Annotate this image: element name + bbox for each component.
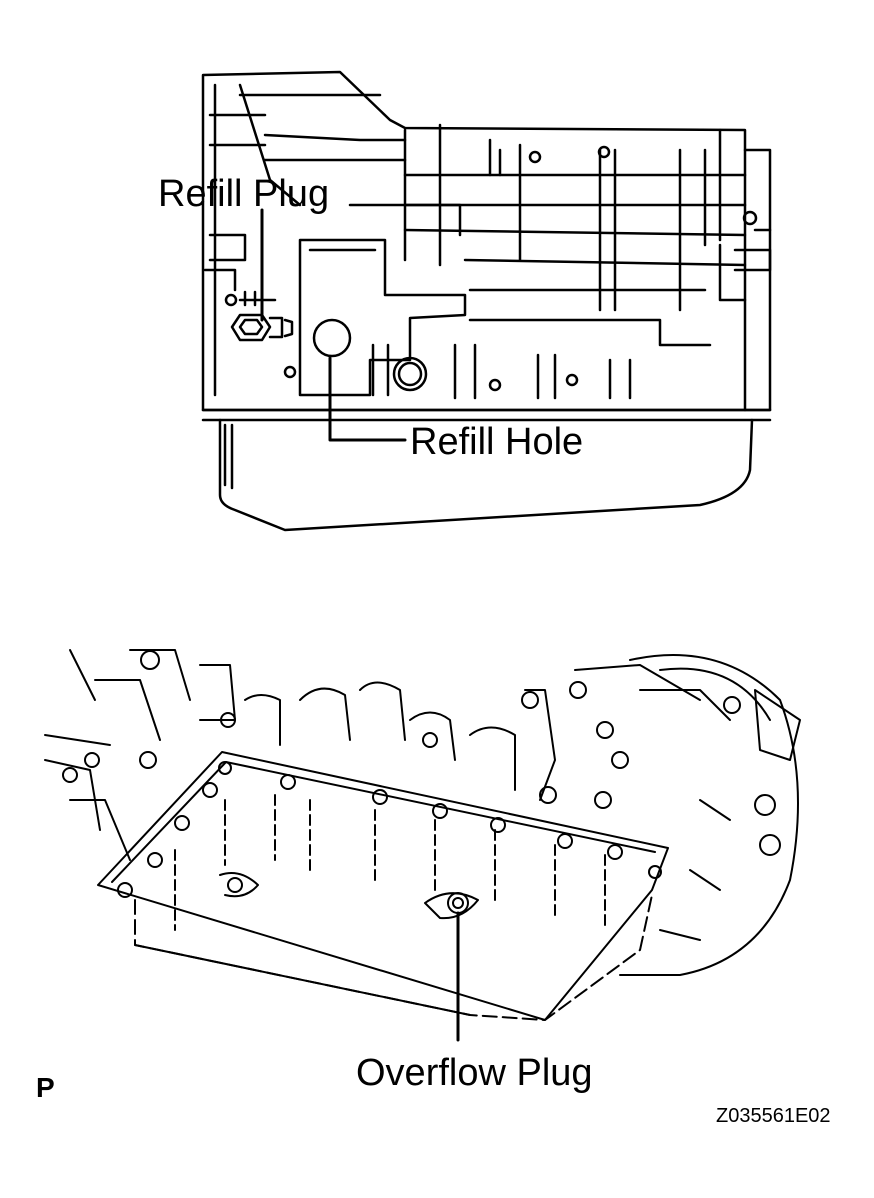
oil-pan-top [220,420,752,530]
refill-hole-leader [330,358,405,440]
pan-flange [98,752,668,1020]
overflow-plug-label: Overflow Plug [356,1052,593,1094]
refill-hole-icon [314,320,350,356]
refill-hole-label: Refill Hole [410,421,584,463]
transmission-side-view [203,72,770,530]
refill-plug-label: Refill Plug [158,173,330,215]
figure-code: Z035561E02 [716,1105,831,1127]
transmission-underside-view [45,650,800,1040]
corner-mark: P [36,1072,55,1103]
pan-body [135,895,652,1020]
overflow-plug-icon [425,893,478,918]
refill-plug-icon [232,292,292,340]
housing-outline [203,72,770,410]
